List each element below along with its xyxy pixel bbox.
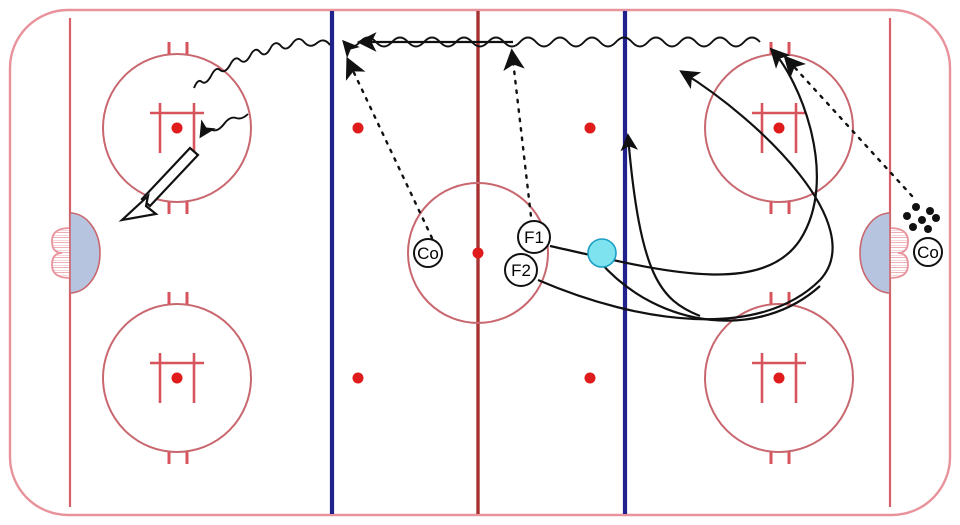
marker-forward-1-label: F1 [524, 228, 544, 247]
neutral-dot-bottom-left [352, 372, 364, 384]
shot-arrow-open [118, 146, 200, 222]
rink-boards [8, 8, 952, 517]
marker-coach-left[interactable]: Co [413, 238, 443, 268]
center-ice-circle [407, 182, 549, 324]
marker-coach-right[interactable]: Co [913, 237, 943, 267]
faceoff-circle-bottom-left [102, 292, 252, 464]
shot-arrow-shaft [140, 146, 200, 208]
marker-forward-2-label: F2 [511, 261, 531, 280]
goal-right [859, 212, 909, 294]
puck-carrier-marker[interactable] [587, 238, 617, 268]
puck-pile-right [903, 203, 940, 233]
skate-with-puck-wavy [193, 36, 761, 139]
skate-curve-to-blueline [620, 133, 701, 318]
goal-left [51, 212, 101, 294]
skate-curve-f2 [537, 70, 834, 321]
neutral-dot-bottom-right [584, 372, 596, 384]
skate-curve-lower-sweep [599, 261, 821, 322]
shot-arrow-head [118, 192, 159, 222]
net-left [51, 227, 71, 279]
pass-dotted-coach-left-to-blueline [345, 56, 434, 240]
player-markers: Co Co F1 F2 [413, 220, 943, 287]
marker-forward-1[interactable]: F1 [517, 220, 551, 254]
skate-curve-f1 [549, 47, 818, 276]
neutral-zone-dots [352, 122, 596, 384]
pass-dotted-right-coach [783, 55, 914, 198]
crease-left [69, 212, 101, 294]
crease-right [859, 212, 891, 294]
net-right [889, 227, 909, 279]
marker-coach-left-label: Co [417, 244, 439, 263]
wavy-segment-left [193, 38, 331, 89]
marker-coach-right-label: Co [917, 243, 939, 262]
faceoff-circle-top-left [102, 42, 252, 214]
faceoff-circle-bottom-right [704, 292, 854, 464]
pass-dotted-center-to-neutral [503, 48, 534, 227]
neutral-dot-top-right [584, 122, 596, 134]
wavy-segment-into-circle [199, 113, 249, 139]
neutral-dot-top-left [352, 122, 364, 134]
wavy-segment-right [342, 36, 761, 59]
marker-forward-2[interactable]: F2 [504, 253, 538, 287]
